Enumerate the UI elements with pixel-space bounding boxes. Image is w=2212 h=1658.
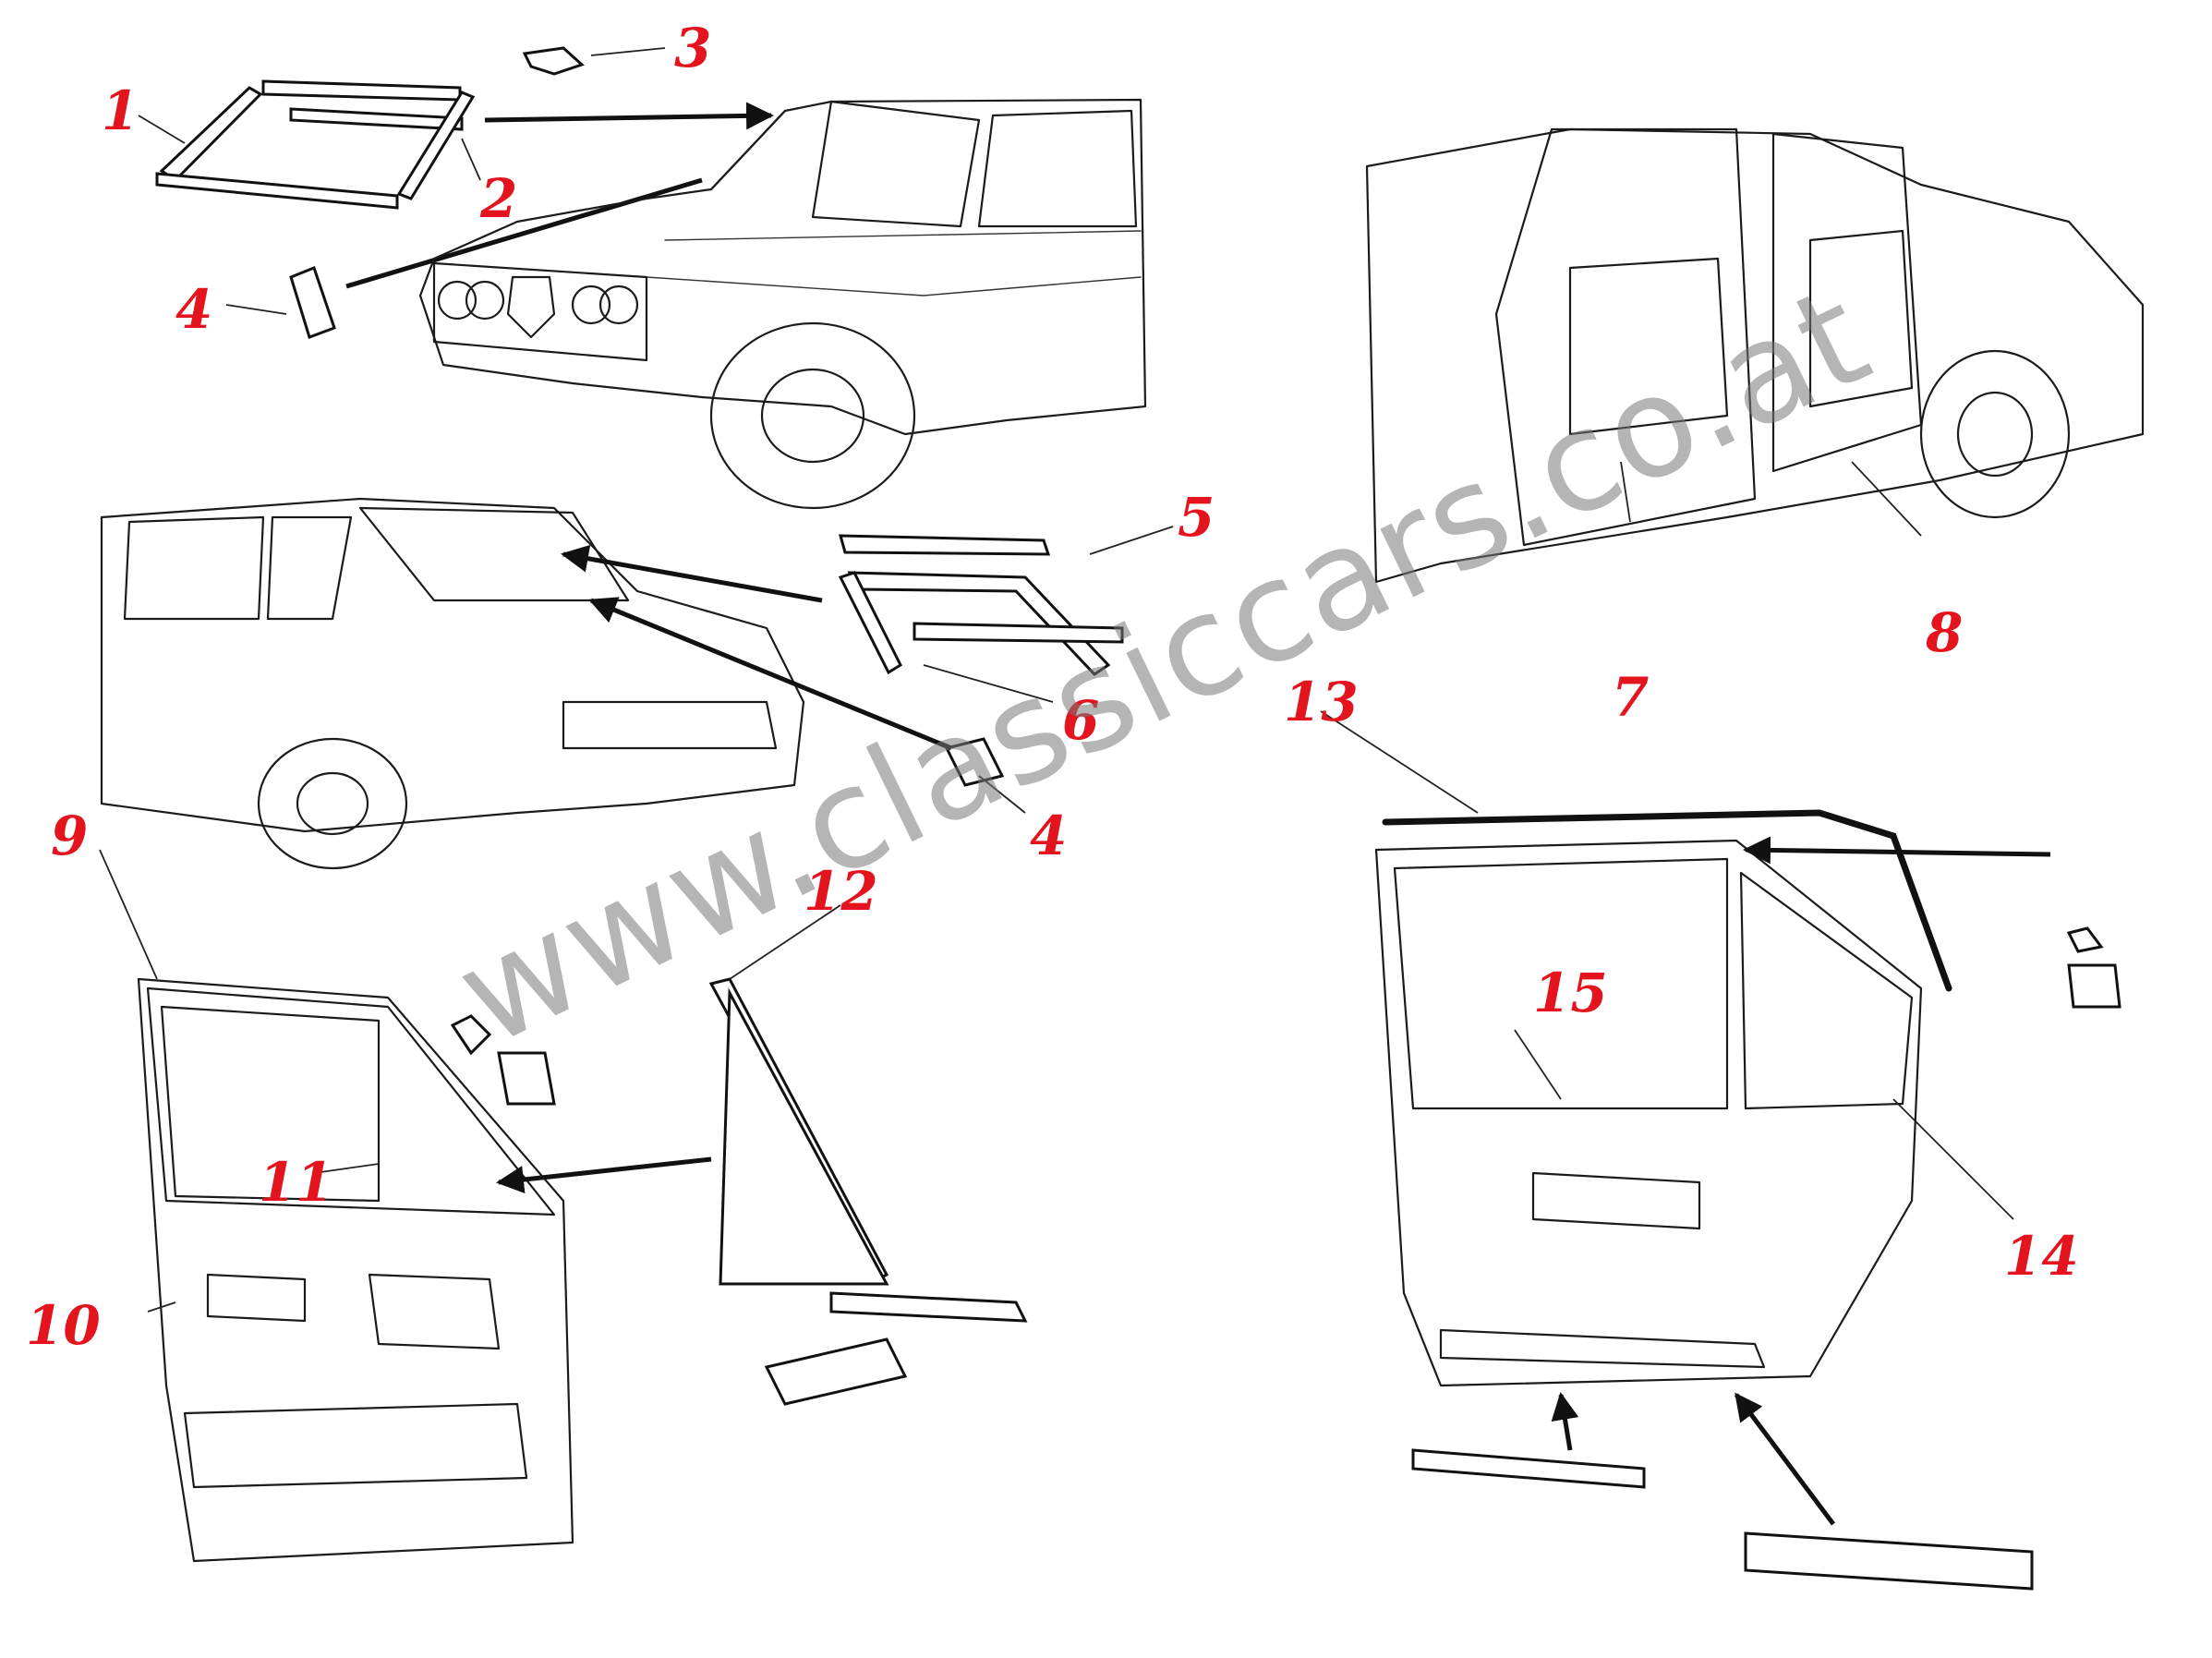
callout-10: 10 [26,1294,101,1357]
leader-lines [138,47,2014,1313]
callout-13: 13 [1284,671,1359,733]
callout-9: 9 [51,805,88,867]
callout-12: 12 [804,860,878,923]
front-car-illustration [155,46,1147,510]
windscreen-seal-left [159,86,263,182]
rear-door-opening-seal [1771,132,1923,473]
callout-labels: 1 2 3 4 5 6 4 7 8 9 10 11 12 13 14 15 [26,17,2079,1357]
rear-car-illustration [100,497,1124,870]
door-pin-part [450,1014,492,1056]
callout-7: 7 [1612,666,1649,729]
windscreen-seal-right [396,91,476,200]
door-clip-part [497,1051,556,1106]
windscreen-seal-bottom [155,172,399,210]
rear-seal-bottom [913,622,1124,644]
rear-door-illustration [1374,809,2121,1591]
callout-11: 11 [259,1151,333,1214]
quarter-light-frame [719,987,889,1286]
sill-bracket-part [1744,1531,2034,1591]
rear-corner-part [944,737,1005,787]
vent-trim-part [764,1337,908,1406]
callout-5: 5 [1178,486,1215,549]
callout-15: 15 [1533,962,1608,1024]
rear-door-window-frame [1393,857,1729,1110]
front-door-opening-seal [1494,127,1757,547]
callout-4-front: 4 [175,278,212,341]
callout-2: 2 [479,167,517,230]
windscreen-seal-top [261,79,462,102]
windscreen-seal-inner [289,107,464,131]
rear-seal-side [838,571,902,675]
rear-window [358,506,630,602]
clip-part [522,46,585,76]
corner-trim-part [289,266,336,339]
rear-door-pin-part [2066,926,2104,953]
quarter-light-bottom-seal [829,1291,1028,1323]
door-opening-illustration [1365,127,2145,584]
callout-6: 6 [1062,689,1099,752]
callout-8: 8 [1925,601,1963,664]
rear-door-clip-part [2067,963,2121,1009]
callout-4-rear: 4 [1030,805,1067,867]
door-sill-strip-part [1411,1448,1646,1489]
callout-3: 3 [674,17,711,79]
front-door-illustration [99,849,1028,1563]
rear-door-quarter-frame [1739,871,1914,1110]
callout-1: 1 [102,79,139,142]
front-door-window-frame [146,986,556,1216]
rear-seal-top [839,534,1051,556]
callout-14: 14 [2004,1225,2079,1288]
